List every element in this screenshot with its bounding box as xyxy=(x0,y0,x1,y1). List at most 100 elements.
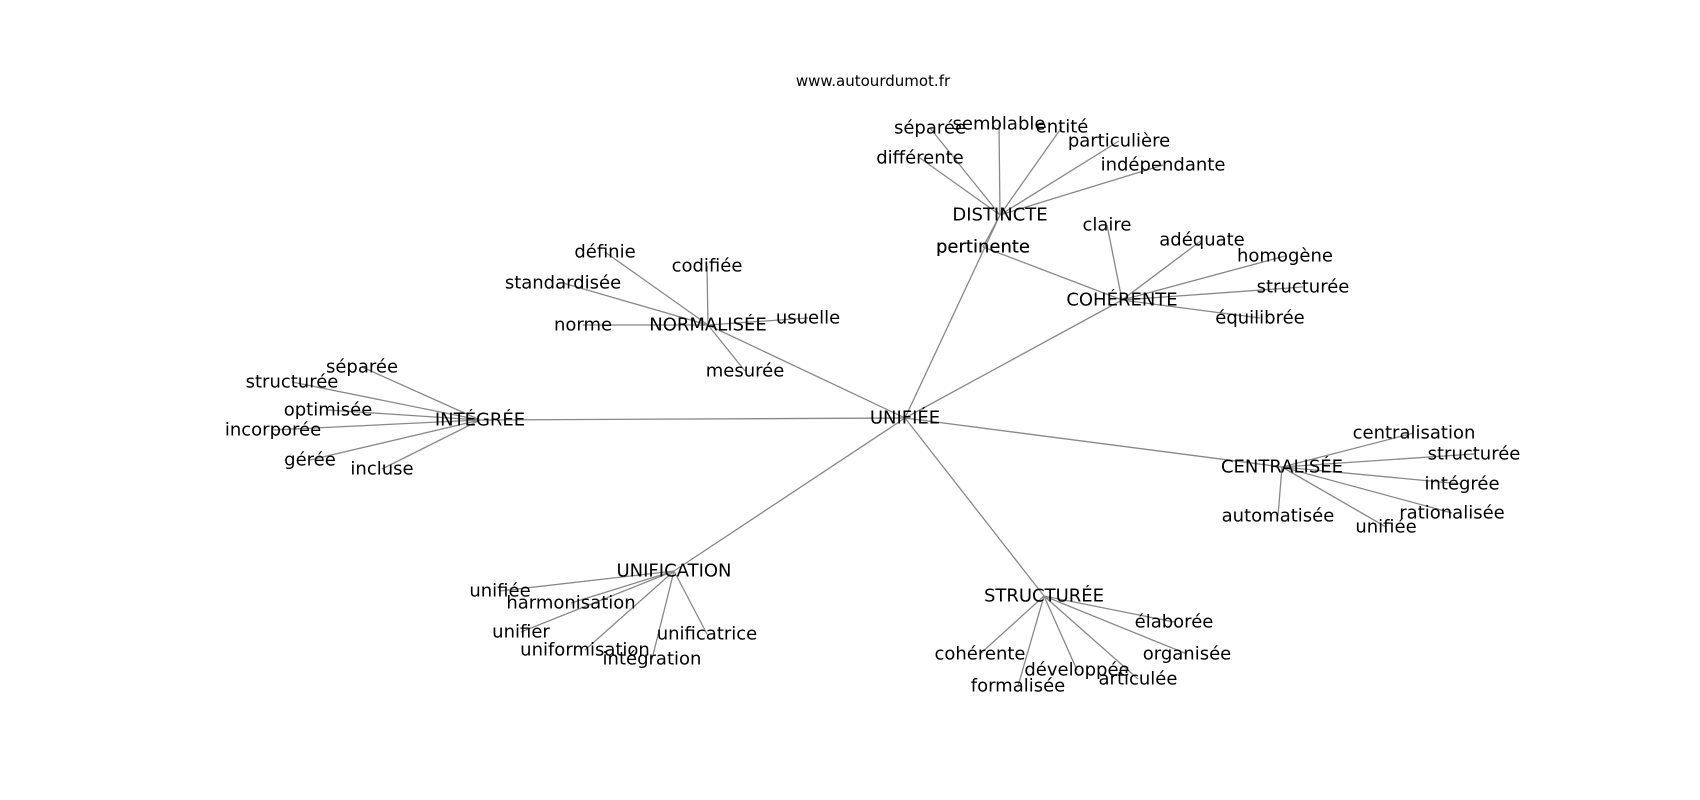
leaf-node-rationalisee: rationalisée xyxy=(1399,503,1504,524)
leaf-node-articulee: articulée xyxy=(1099,669,1178,690)
edge-normalisee-definie xyxy=(604,251,709,326)
leaf-node-codifiee: codifiée xyxy=(672,256,743,277)
leaf-node-centralisation: centralisation xyxy=(1353,423,1476,444)
leaf-node-standardisee: standardisée xyxy=(505,273,621,294)
edge-center-coherente xyxy=(904,299,1123,419)
edge-integree-incluse xyxy=(381,419,481,470)
edge-distincte-separee xyxy=(929,127,1001,216)
leaf-node-optimisee: optimisée xyxy=(284,400,373,421)
leaf-node-pertinente: pertinente xyxy=(936,237,1030,258)
edge-normalisee-usuelle xyxy=(707,317,809,326)
edge-unification-unifier xyxy=(520,570,675,633)
edges-layer xyxy=(272,123,1475,687)
hub-node-distincte: DISTINCTE xyxy=(952,205,1047,226)
edge-distincte-entite xyxy=(999,126,1063,216)
leaf-node-separee: séparée xyxy=(326,357,398,378)
edge-coherente-pertinente xyxy=(982,246,1123,301)
leaf-node-unifiee: unifiée xyxy=(469,581,530,602)
leaf-node-uniformisation: uniformisation xyxy=(520,640,650,661)
edge-normalisee-mesuree xyxy=(707,324,746,372)
leaf-node-claire: claire xyxy=(1082,215,1131,236)
edge-centralisee-unifiee xyxy=(1281,466,1387,528)
edge-center-centralisee xyxy=(904,417,1283,468)
edge-centralisee-rationalisee xyxy=(1281,466,1453,514)
edge-center-unification xyxy=(673,417,906,572)
leaf-node-organisee: organisée xyxy=(1143,644,1232,665)
edge-normalisee-codifiee xyxy=(706,265,709,326)
edge-unification-unifiee xyxy=(499,570,675,592)
edge-structuree-articulee xyxy=(1043,595,1139,680)
center-node: UNIFIÉE xyxy=(870,407,940,429)
leaf-node-usuelle: usuelle xyxy=(776,308,840,329)
edge-integree-structuree xyxy=(291,381,481,421)
edge-distincte-pertinente xyxy=(982,214,1001,248)
leaf-node-developpee: développée xyxy=(1024,660,1129,681)
hub-node-coherente: COHÉRENTE xyxy=(1066,289,1177,311)
leaf-node-unificatrice: unificatrice xyxy=(657,624,758,645)
leaf-node-pertinente: pertinente xyxy=(936,237,1030,258)
leaf-node-unifiee: unifiée xyxy=(1355,517,1416,538)
source-watermark: www.autourdumot.fr xyxy=(795,72,951,90)
leaf-node-separee: séparée xyxy=(894,118,966,139)
leaf-node-entite: entité xyxy=(1036,117,1089,138)
hub-node-integree: INTÉGRÉE xyxy=(435,409,525,431)
hub-node-structuree: STRUCTURÉE xyxy=(984,585,1104,607)
edge-unification-harmonisation xyxy=(570,570,675,604)
leaf-node-particuliere: particulière xyxy=(1068,131,1170,152)
leaf-node-harmonisation: harmonisation xyxy=(506,593,635,614)
edge-unification-uniformisation xyxy=(584,570,675,651)
edge-coherente-equilibree xyxy=(1121,299,1261,319)
leaf-node-geree: gérée xyxy=(284,450,336,471)
edge-integree-optimisee xyxy=(327,409,481,421)
edge-structuree-developpee xyxy=(1043,595,1078,671)
leaf-node-structuree: structurée xyxy=(1257,277,1350,298)
edge-distincte-semblable xyxy=(998,123,1001,216)
edge-unification-unificatrice xyxy=(673,570,708,635)
edge-coherente-adequate xyxy=(1121,239,1203,301)
leaf-node-norme: norme xyxy=(554,315,612,336)
edge-integree-geree xyxy=(309,419,481,461)
leaf-node-definie: définie xyxy=(574,242,635,263)
hub-node-centralisee: CENTRALISÉE xyxy=(1221,456,1343,478)
edge-coherente-structuree xyxy=(1121,286,1304,301)
edge-distincte-particuliere xyxy=(999,140,1120,216)
leaf-node-integree: intégrée xyxy=(1424,474,1499,495)
edge-distincte-independante xyxy=(999,164,1164,216)
edge-distincte-differente xyxy=(919,157,1001,216)
edge-coherente-claire xyxy=(1106,224,1123,301)
edge-center-integree xyxy=(479,417,906,421)
leaf-node-unifier: unifier xyxy=(492,622,550,643)
edge-unification-integration xyxy=(651,570,675,660)
leaf-node-differente: différente xyxy=(876,148,964,169)
edge-centralisee-structuree xyxy=(1281,453,1475,468)
leaf-node-incluse: incluse xyxy=(350,459,413,480)
leaf-node-independante: indépendante xyxy=(1101,155,1226,176)
leaf-node-structuree: structurée xyxy=(246,372,339,393)
leaf-node-semblable: semblable xyxy=(953,114,1046,135)
leaf-node-adequate: adéquate xyxy=(1159,230,1245,251)
leaf-node-integration: intégration xyxy=(603,649,702,670)
leaf-node-incorporee: incorporée xyxy=(225,420,321,441)
edge-structuree-coherente xyxy=(979,595,1045,655)
edge-center-distincte xyxy=(904,214,1001,419)
edge-centralisee-automatisee xyxy=(1277,466,1283,517)
edge-structuree-organisee xyxy=(1043,595,1188,655)
edge-integree-separee xyxy=(361,366,481,421)
edge-centralisee-centralisation xyxy=(1281,432,1415,468)
edge-structuree-formalisee xyxy=(1017,595,1045,687)
leaf-node-coherente: cohérente xyxy=(934,644,1025,665)
edge-structuree-elaboree xyxy=(1043,595,1175,623)
edge-center-structuree xyxy=(904,417,1045,597)
hub-node-normalisee: NORMALISÉE xyxy=(649,314,767,336)
edge-centralisee-integree xyxy=(1281,466,1463,485)
edge-integree-incorporee xyxy=(272,419,481,431)
leaf-node-structuree: structurée xyxy=(1428,444,1521,465)
leaf-node-mesuree: mesurée xyxy=(706,361,785,382)
leaf-node-homogene: homogène xyxy=(1237,246,1333,267)
labels-layer: UNIFIÉEDISTINCTEséparéesemblableentitépa… xyxy=(225,114,1521,697)
leaf-node-elaboree: élaborée xyxy=(1135,612,1214,633)
leaf-node-formalisee: formalisée xyxy=(971,676,1066,697)
edge-center-normalisee xyxy=(707,324,906,419)
edge-normalisee-standardisee xyxy=(562,282,709,326)
